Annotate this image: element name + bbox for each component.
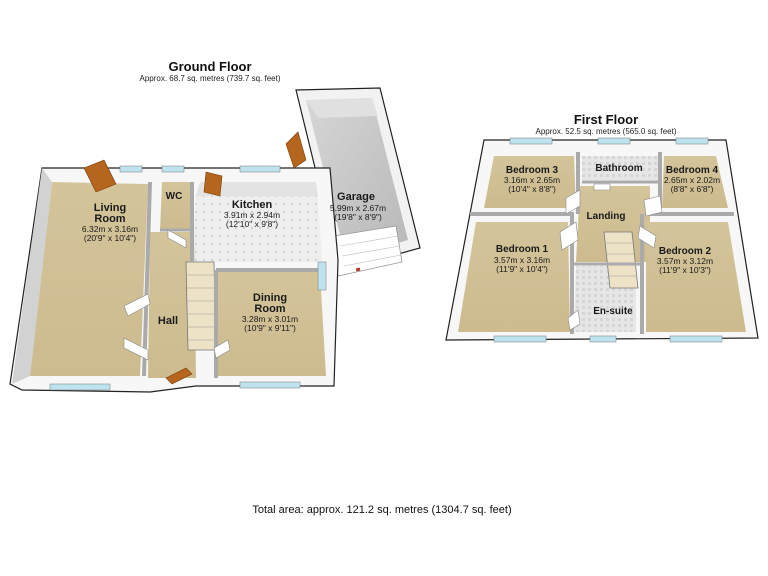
kitchen-dim-ft: (12'10" x 9'8")	[226, 219, 278, 229]
front-door	[165, 367, 193, 385]
living-room-dim-ft: (20'9" x 10'4")	[84, 233, 136, 243]
bedroom3-floor	[484, 156, 576, 208]
ground-floor-area: Approx. 68.7 sq. metres (739.7 sq. feet)	[140, 74, 281, 83]
kitchen-floor	[192, 196, 322, 262]
dining-room-dim-m: 3.28m x 3.01m	[242, 314, 298, 324]
dining-room-label-1: Dining	[253, 292, 287, 304]
living-window	[119, 165, 143, 173]
first-floor-area: Approx. 52.5 sq. metres (565.0 sq. feet)	[536, 127, 677, 136]
first-staircase	[603, 231, 639, 289]
ground-staircase	[185, 261, 217, 351]
bathroom-floor	[582, 156, 658, 180]
garage-dim-ft: (19'8" x 8'9")	[334, 212, 382, 222]
bedroom4-dim-m: 2.65m x 2.02m	[664, 175, 720, 185]
ground-floor: Ground Floor Approx. 68.7 sq. metres (73…	[9, 59, 421, 393]
garage-dim-m: 5.99m x 2.67m	[330, 203, 386, 213]
bedroom3-dim-ft: (10'4" x 8'8")	[508, 184, 556, 194]
kitchen-label: Kitchen	[232, 199, 273, 211]
kitchen-door	[203, 171, 223, 197]
ensuite-label: En-suite	[593, 306, 633, 317]
ground-floor-title: Ground Floor	[168, 59, 251, 74]
first-floor-title: First Floor	[574, 112, 638, 127]
total-area: Total area: approx. 121.2 sq. metres (13…	[252, 504, 511, 516]
garage-label: Garage	[337, 191, 375, 203]
dining-room-label-2: Room	[254, 303, 285, 315]
dining-room-floor	[218, 272, 326, 376]
living-room-floor	[30, 182, 148, 376]
dining-room-dim-ft: (10'9" x 9'11")	[244, 323, 296, 333]
living-room-door	[83, 159, 117, 193]
bedroom2-label: Bedroom 2	[659, 246, 712, 257]
bedroom4-label: Bedroom 4	[666, 165, 719, 176]
bathroom-label: Bathroom	[595, 163, 642, 174]
wc-label: WC	[166, 191, 183, 202]
hall-label: Hall	[158, 315, 178, 327]
hall-floor	[148, 232, 196, 378]
bedroom4-floor	[662, 156, 728, 208]
garage-side-door	[285, 131, 307, 169]
bedroom3-dim-m: 3.16m x 2.65m	[504, 175, 560, 185]
bedroom3-label: Bedroom 3	[506, 165, 559, 176]
landing-label: Landing	[587, 211, 626, 222]
kitchen-dim-m: 3.91m x 2.94m	[224, 210, 280, 220]
bedroom4-dim-ft: (8'8" x 6'8")	[671, 184, 714, 194]
garage	[295, 87, 421, 277]
first-floor: First Floor Approx. 52.5 sq. metres (565…	[445, 112, 759, 343]
bedroom2-dim-ft: (11'9" x 10'3")	[659, 265, 711, 275]
living-room-label-2: Room	[94, 213, 125, 225]
living-room-label-1: Living	[94, 202, 126, 214]
wc-floor	[160, 182, 190, 230]
bedroom1-label: Bedroom 1	[496, 244, 549, 255]
bedroom1-dim-ft: (11'9" x 10'4")	[496, 264, 548, 274]
bedroom2-floor	[646, 222, 746, 332]
living-room-dim-m: 6.32m x 3.16m	[82, 224, 138, 234]
bedroom1-floor	[458, 222, 570, 332]
bedroom2-dim-m: 3.57m x 3.12m	[657, 256, 713, 266]
bedroom1-dim-m: 3.57m x 3.16m	[494, 255, 550, 265]
